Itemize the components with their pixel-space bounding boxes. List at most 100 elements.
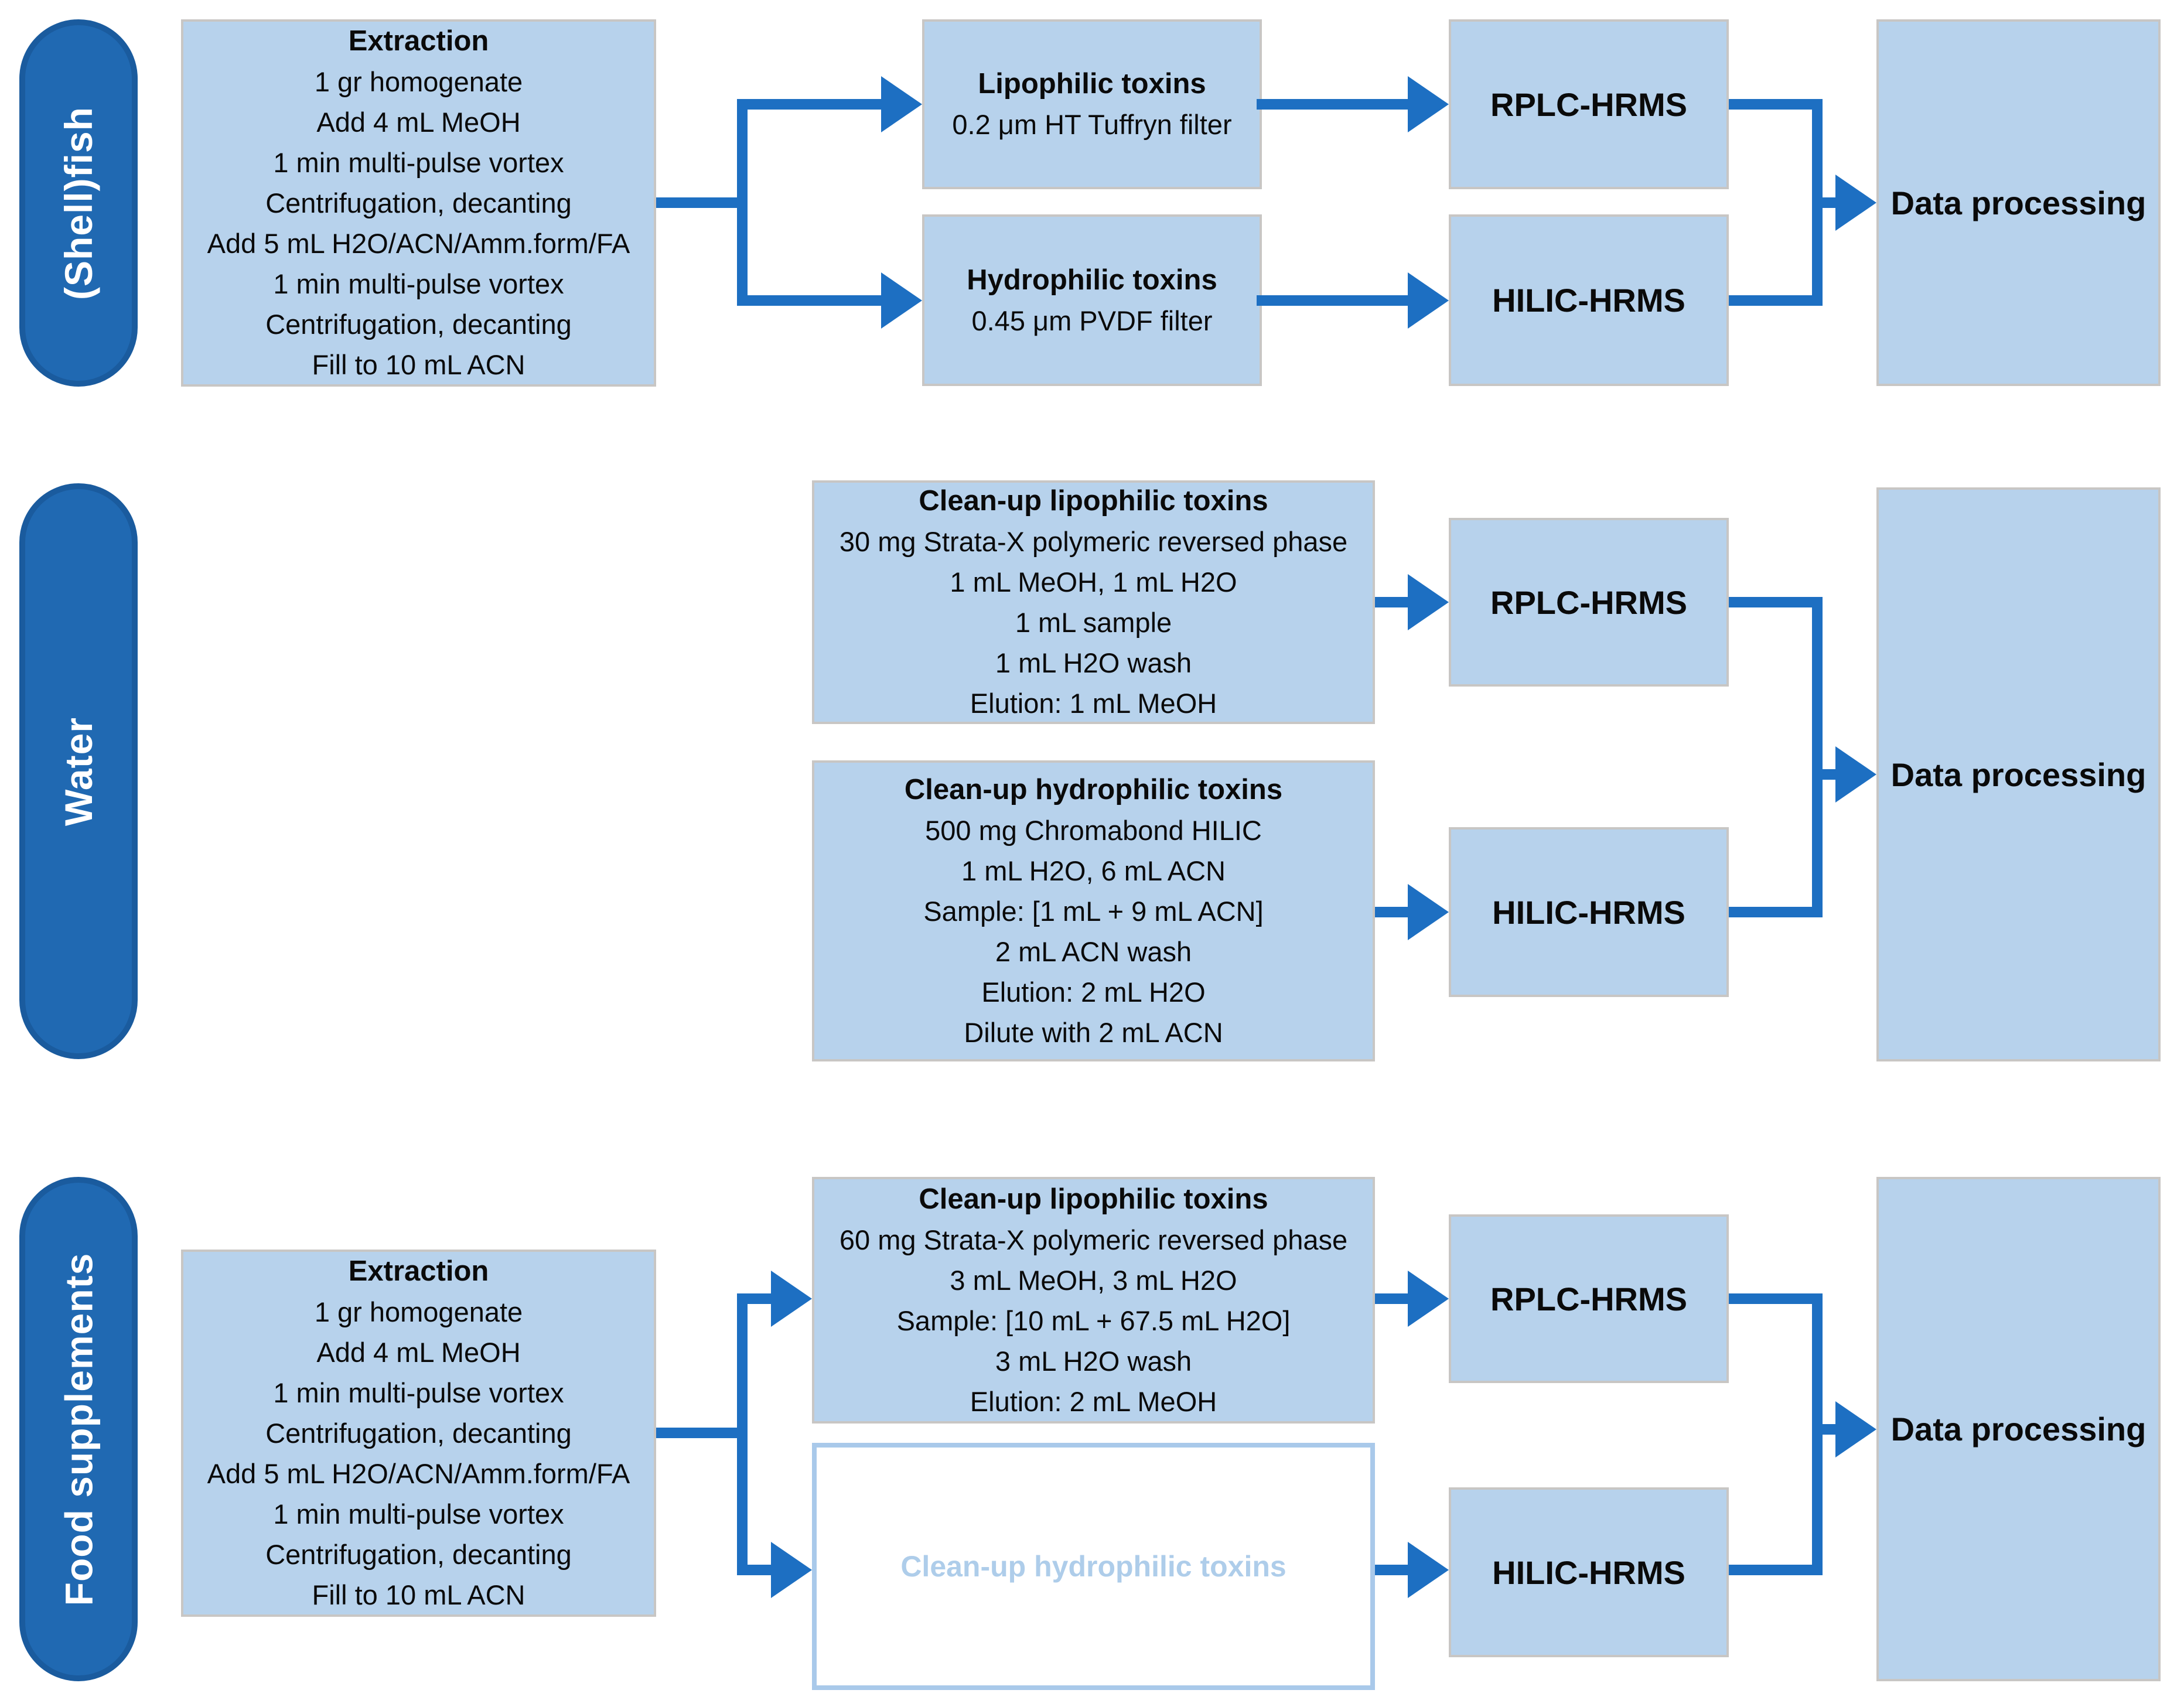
box-title: Clean-up lipophilic toxins [919, 1183, 1268, 1215]
arrowhead [771, 1542, 812, 1598]
box-line: Sample: [1 mL + 9 mL ACN] [923, 895, 1264, 927]
connector-line [1257, 295, 1408, 306]
sample-type-label: Food supplements [57, 1252, 100, 1606]
arrowhead [1408, 884, 1449, 940]
connector-line [1812, 769, 1835, 780]
box-title: Lipophilic toxins [978, 68, 1206, 100]
box-line: Fill to 10 mL ACN [312, 1579, 525, 1610]
box-line: Centrifugation, decanting [265, 1539, 572, 1570]
arrowhead [1408, 1271, 1449, 1327]
box-line: Dilute with 2 mL ACN [964, 1016, 1223, 1048]
arrowhead [881, 272, 922, 329]
box-line: Add 4 mL MeOH [316, 107, 521, 138]
food-data-processing-box: Data processing [1876, 1177, 2161, 1681]
box-label: HILIC-HRMS [1492, 893, 1685, 931]
box-line: 3 mL H2O wash [995, 1345, 1192, 1377]
water-rplc-hrms-box: RPLC-HRMS [1449, 518, 1729, 687]
food-hilic-hrms-box: HILIC-HRMS [1449, 1487, 1729, 1657]
food-extraction-box: Extraction 1 gr homogenate Add 4 mL MeOH… [181, 1250, 656, 1617]
box-title: Clean-up lipophilic toxins [919, 485, 1268, 517]
box-line: 1 gr homogenate [314, 66, 523, 97]
connector-line [656, 197, 748, 208]
box-line: 60 mg Strata-X polymeric reversed phase [839, 1224, 1348, 1255]
box-line: 30 mg Strata-X polymeric reversed phase [839, 526, 1348, 557]
connector-line [1729, 597, 1823, 607]
food-cleanup-lipophilic-box: Clean-up lipophilic toxins 60 mg Strata-… [812, 1177, 1375, 1424]
shellfish-hilic-hrms-box: HILIC-HRMS [1449, 214, 1729, 386]
connector-line [737, 99, 881, 110]
box-line: Elution: 2 mL MeOH [970, 1385, 1217, 1417]
box-label: HILIC-HRMS [1492, 1554, 1685, 1591]
box-line: Centrifugation, decanting [265, 1418, 572, 1449]
connector-line [1812, 197, 1835, 208]
box-title: Clean-up hydrophilic toxins [900, 1549, 1286, 1583]
box-title: Extraction [348, 25, 489, 57]
water-hilic-hrms-box: HILIC-HRMS [1449, 827, 1729, 997]
shellfish-data-processing-box: Data processing [1876, 19, 2161, 386]
arrowhead [1835, 1401, 1876, 1457]
box-line: 1 mL sample [1015, 607, 1172, 638]
box-line: 2 mL ACN wash [995, 936, 1192, 967]
box-line: Fill to 10 mL ACN [312, 349, 525, 380]
box-title: Clean-up hydrophilic toxins [904, 773, 1283, 805]
sample-type-pill-food-supplements: Food supplements [19, 1177, 138, 1681]
shellfish-extraction-box: Extraction 1 gr homogenate Add 4 mL MeOH… [181, 19, 656, 387]
box-line: 1 mL H2O, 6 mL ACN [961, 855, 1226, 886]
box-line: 1 min multi-pulse vortex [273, 268, 564, 299]
sample-type-label: (Shell)fish [57, 106, 101, 300]
box-label: Data processing [1890, 1411, 2147, 1448]
box-label: HILIC-HRMS [1492, 282, 1685, 319]
box-line: 1 min multi-pulse vortex [273, 1498, 564, 1530]
shellfish-hydrophilic-box: Hydrophilic toxins 0.45 μm PVDF filter [922, 214, 1262, 386]
connector-line [737, 295, 881, 306]
connector-line [656, 1428, 748, 1438]
box-label: Data processing [1890, 184, 2147, 221]
connector-line [1375, 1293, 1408, 1304]
box-title: Extraction [348, 1255, 489, 1287]
box-label: RPLC-HRMS [1490, 583, 1687, 621]
connector-line [1729, 1565, 1823, 1575]
connector-line [1375, 1565, 1408, 1575]
connector-line [1375, 597, 1408, 607]
connector-line [1812, 1424, 1835, 1435]
arrowhead [1408, 76, 1449, 132]
box-line: 0.45 μm PVDF filter [971, 305, 1213, 336]
connector-line [1257, 99, 1408, 110]
arrowhead [881, 76, 922, 132]
arrowhead [1835, 746, 1876, 803]
box-line: Elution: 2 mL H2O [981, 976, 1206, 1008]
box-line: 1 min multi-pulse vortex [273, 1377, 564, 1408]
connector-line [1812, 597, 1823, 917]
sample-type-pill-water: Water [19, 483, 138, 1059]
connector-line [1375, 907, 1408, 917]
box-line: Add 5 mL H2O/ACN/Amm.form/FA [207, 1458, 630, 1489]
box-line: Add 4 mL MeOH [316, 1337, 521, 1368]
water-cleanup-lipophilic-box: Clean-up lipophilic toxins 30 mg Strata-… [812, 480, 1375, 724]
water-data-processing-box: Data processing [1876, 487, 2161, 1061]
arrowhead [1408, 1542, 1449, 1598]
connector-line [1729, 99, 1823, 110]
sample-type-pill-shellfish: (Shell)fish [19, 19, 138, 387]
box-line: Centrifugation, decanting [265, 187, 572, 219]
box-line: Elution: 1 mL MeOH [970, 688, 1217, 719]
shellfish-rplc-hrms-box: RPLC-HRMS [1449, 19, 1729, 189]
arrowhead [1408, 272, 1449, 329]
box-line: Centrifugation, decanting [265, 309, 572, 340]
water-cleanup-hydrophilic-box: Clean-up hydrophilic toxins 500 mg Chrom… [812, 760, 1375, 1061]
arrowhead [1408, 574, 1449, 630]
box-line: 1 min multi-pulse vortex [273, 147, 564, 178]
connector-line [737, 99, 748, 306]
food-rplc-hrms-box: RPLC-HRMS [1449, 1214, 1729, 1383]
arrowhead [771, 1271, 812, 1327]
connector-line [737, 1293, 748, 1575]
food-cleanup-hydrophilic-pending-box: Clean-up hydrophilic toxins [812, 1443, 1375, 1690]
box-label: RPLC-HRMS [1490, 1280, 1687, 1317]
box-line: 1 mL H2O wash [995, 647, 1192, 678]
box-title: Hydrophilic toxins [967, 264, 1217, 296]
connector-line [1729, 907, 1823, 917]
connector-line [737, 1565, 771, 1575]
sample-type-label: Water [57, 716, 101, 826]
shellfish-lipophilic-box: Lipophilic toxins 0.2 μm HT Tuffryn filt… [922, 19, 1262, 189]
box-line: 500 mg Chromabond HILIC [925, 814, 1262, 846]
